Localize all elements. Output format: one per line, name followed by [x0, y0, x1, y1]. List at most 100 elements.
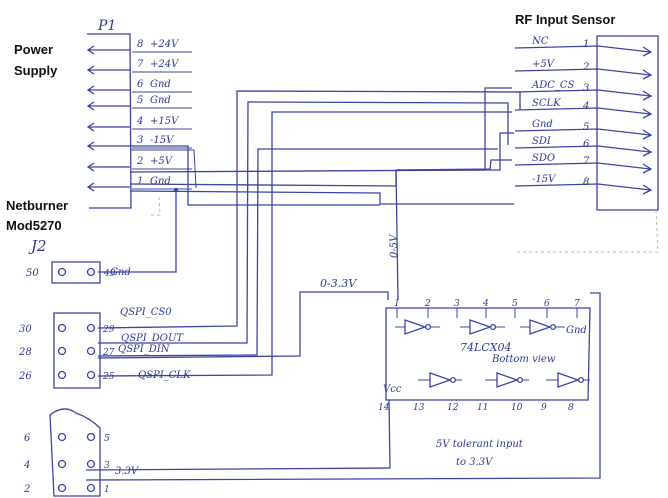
j2-pin-5-number: 5 — [104, 434, 110, 444]
spi-wires — [97, 90, 521, 377]
j2-block-bottom — [49, 408, 101, 497]
rf-pin-7-arrow-icon — [642, 163, 653, 174]
rf-pin-2-arrow-icon — [642, 69, 653, 80]
j2-pin-6-hole — [57, 432, 67, 442]
rf-pin-5-arrow-icon — [642, 129, 653, 140]
rf-pin-4-arrow-icon — [642, 108, 653, 119]
j2-pin-29-hole — [86, 323, 96, 333]
p1-pin-6-number: 6 — [137, 79, 144, 90]
j2-pin-49-hole — [86, 267, 96, 277]
rf-pin-3-label: ADC_CS — [531, 80, 575, 91]
p1-pin-2-label: +5V — [150, 156, 174, 167]
rf-pin-7-wire — [514, 162, 651, 170]
j2-pin-3-hole — [86, 459, 96, 469]
rf-pin-8-number: 8 — [583, 177, 589, 188]
rf-pin-6-wire — [514, 145, 651, 153]
ic-top-pin-5: 5 — [512, 299, 518, 309]
power-wires — [129, 87, 514, 206]
j2-pin-2-hole — [57, 483, 67, 493]
rf-input-sensor-title: RF Input Sensor — [515, 12, 615, 27]
p1-outline — [87, 33, 132, 209]
wire-vcc — [85, 399, 391, 471]
rf-pin-3-number: 3 — [583, 83, 589, 94]
rf-pin-7-number: 7 — [583, 156, 590, 167]
j2-pin-27-number: 27 — [102, 348, 115, 358]
ic-subtitle: Bottom view — [491, 354, 556, 365]
j2-pin-1-hole — [86, 483, 96, 493]
ic-bottom-pin-12: 12 — [447, 403, 459, 413]
ic-bottom-pin-13: 13 — [413, 403, 425, 413]
ic-top-inverter-3-icon — [529, 319, 552, 335]
rf-pin-1-arrow-icon — [642, 46, 653, 57]
p1-pin-4-label: +15V — [150, 116, 180, 127]
j2-pin-6-number: 6 — [24, 433, 31, 444]
j2-pin-27-hole — [86, 346, 96, 356]
ic-bottom-inverter-1-icon — [429, 372, 452, 388]
j2-pin-30-hole — [57, 323, 67, 333]
ic-bottom-inverter-3-icon — [557, 372, 580, 388]
ic-top-pin-1: 1 — [394, 299, 400, 309]
p1-pin-8-number: 8 — [137, 39, 143, 50]
p1-pin-1-label: Gnd — [150, 176, 171, 187]
p1-pin-8-label: +24V — [150, 39, 180, 50]
j2-pin-4-hole — [57, 459, 67, 469]
rf-pin-1-number: 1 — [583, 39, 589, 50]
note-0-3v3: 0-3.3V — [320, 277, 357, 290]
p1-pin-3-label: -15V — [150, 135, 175, 146]
power-supply-title-1: Power — [14, 42, 53, 57]
wire-neg15v — [130, 145, 380, 206]
rf-pin-4-wire — [514, 107, 651, 115]
ic-top-pin-7: 7 — [574, 299, 580, 309]
wire-qspi-dout — [98, 101, 509, 344]
wire-5v — [129, 87, 512, 173]
j2-signal-label-0: Gnd — [110, 267, 131, 278]
ic-gnd-label: Gnd — [566, 325, 587, 336]
ic-bottom-pin-14: 14 — [378, 403, 390, 413]
p1-pin-3-number: 3 — [137, 135, 143, 146]
rf-pin-4-number: 4 — [582, 101, 589, 112]
ic-name: 74LCX04 — [460, 341, 512, 354]
j2-pin-2-number: 2 — [23, 484, 30, 495]
ic-top-pin-4: 4 — [482, 299, 489, 309]
p1-name: P1 — [97, 18, 116, 34]
j2-signal-label-4: QSPI_CLK — [138, 370, 191, 381]
ic-top-inverter-1-icon — [404, 319, 427, 335]
rf-pin-3-wire — [514, 89, 651, 97]
ic-bottom-pin-11: 11 — [477, 403, 488, 413]
wire-ic-to-j2 — [85, 292, 601, 481]
p1-pin-5-number: 5 — [137, 95, 143, 106]
j2-pin-25-hole — [86, 370, 96, 380]
rf-pin-2-wire — [514, 68, 651, 76]
j2-pin-30-number: 30 — [19, 324, 32, 335]
rf-pin-5-number: 5 — [583, 122, 589, 133]
j2-pin-26-hole — [57, 370, 67, 380]
p1-pin-6-label: Gnd — [150, 79, 171, 90]
j2-signal-label-1: QSPI_CS0 — [120, 307, 172, 318]
rf-pin-6-number: 6 — [583, 139, 590, 150]
j2-pin-50-hole — [57, 267, 67, 277]
wire-qspi-cs0 — [97, 90, 521, 329]
j2-pin-25-number: 25 — [102, 372, 115, 382]
j2-block-top — [51, 261, 101, 284]
power-supply-title-2: Supply — [14, 63, 58, 78]
rf-pin-1-label: NC — [531, 36, 549, 47]
j2-pin-29-number: 29 — [102, 325, 115, 335]
ic-bottom-pin-8: 8 — [568, 403, 574, 413]
p1-pin-1-number: 1 — [137, 176, 143, 187]
ic-outline — [385, 307, 591, 401]
j2-pin-26-number: 26 — [18, 371, 32, 382]
j2-pin-49-number: 49 — [103, 269, 116, 279]
j2-pin-50-number: 50 — [26, 268, 39, 279]
ic-bottom-inverter-2-icon — [496, 372, 519, 388]
j2-pin-4-number: 4 — [23, 460, 30, 471]
j2-signal-label-2: QSPI_DOUT — [121, 333, 184, 344]
j2-pin-1-number: 1 — [104, 485, 110, 495]
rf-pin-5-label: Gnd — [532, 119, 553, 130]
rf-pin-5-wire — [514, 128, 651, 136]
netburner-title-2: Mod5270 — [6, 218, 62, 233]
ic-vcc-label: Vcc — [383, 384, 402, 395]
j2-signal-label-6: 3.3V — [115, 466, 140, 477]
